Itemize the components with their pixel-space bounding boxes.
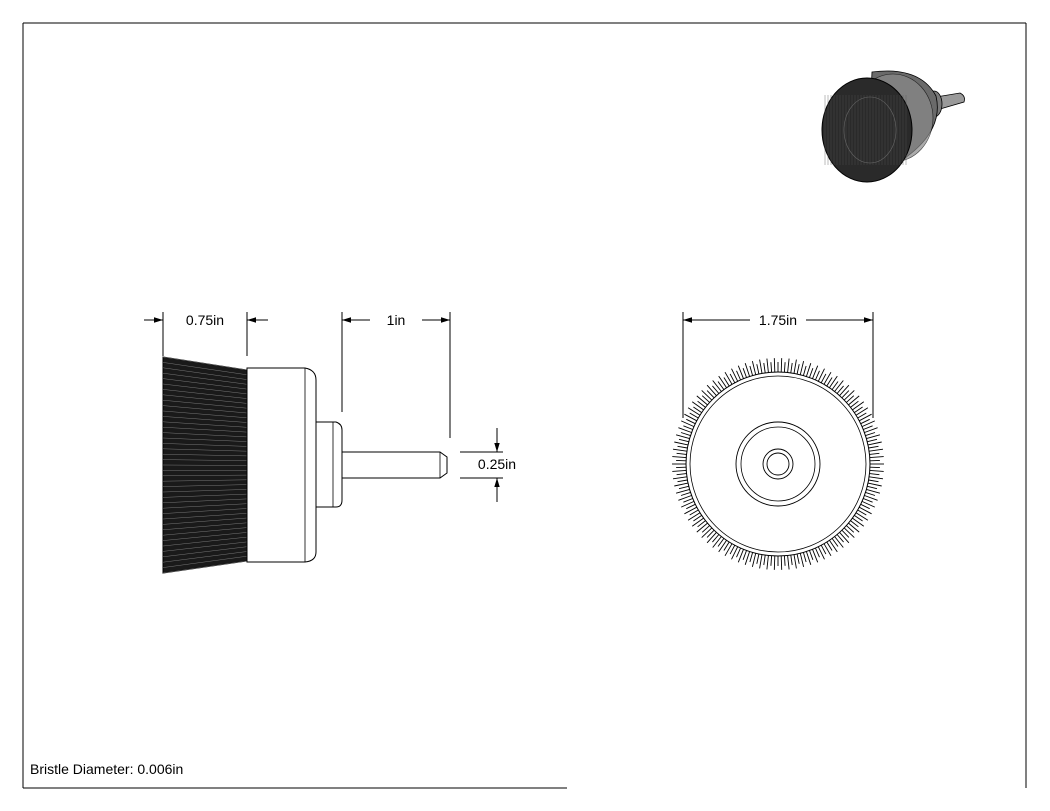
dim-brush-diameter bbox=[682, 312, 874, 418]
dim-brush-diameter-label: 1.75in bbox=[759, 312, 797, 328]
side-view bbox=[162, 356, 448, 574]
sheet-border bbox=[22, 22, 1027, 789]
bristle-ring bbox=[672, 358, 884, 570]
shank bbox=[341, 451, 448, 479]
dim-shank-diameter-label: 0.25in bbox=[478, 456, 516, 472]
cup-body bbox=[246, 367, 317, 563]
hub bbox=[315, 421, 343, 508]
dim-shank-length bbox=[341, 312, 451, 438]
isometric-view bbox=[821, 70, 965, 183]
bristle-flare bbox=[162, 356, 248, 574]
front-view bbox=[672, 358, 884, 570]
dim-face-length-label: 0.75in bbox=[186, 312, 224, 328]
dim-face-length bbox=[144, 312, 268, 356]
dim-shank-diameter bbox=[460, 428, 503, 502]
bristle-diameter-note: Bristle Diameter: 0.006in bbox=[30, 761, 184, 777]
dim-shank-length-label: 1in bbox=[387, 312, 406, 328]
